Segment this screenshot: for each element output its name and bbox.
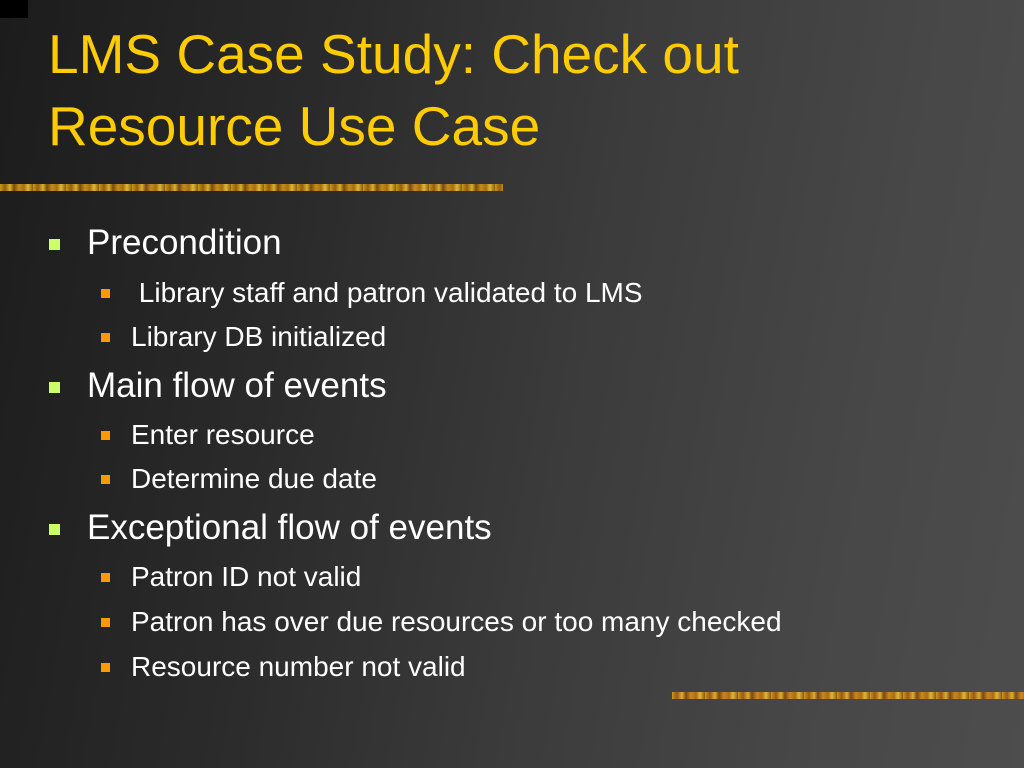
square-bullet-icon — [49, 239, 60, 250]
list-item: Patron has over due resources or too man… — [101, 605, 782, 639]
square-bullet-icon — [101, 663, 110, 672]
title-accent-bar — [0, 184, 503, 191]
slide-title-line-2: Resource Use Case — [48, 95, 541, 157]
list-item: Patron ID not valid — [101, 560, 362, 594]
square-bullet-icon — [101, 289, 110, 298]
list-item-text: Patron ID not valid — [131, 561, 362, 592]
footer-accent-bar — [672, 692, 1024, 699]
square-bullet-icon — [101, 618, 110, 627]
list-item: Resource number not valid — [101, 650, 466, 684]
square-bullet-icon — [49, 524, 60, 535]
section-label: Main flow of events — [87, 366, 387, 405]
section-precondition: Precondition — [49, 223, 282, 263]
section-label: Exceptional flow of events — [87, 508, 492, 547]
list-item: Enter resource — [101, 418, 315, 452]
list-item-text: Determine due date — [131, 463, 377, 494]
list-item: Library staff and patron validated to LM… — [101, 276, 643, 310]
list-item: Library DB initialized — [101, 320, 387, 354]
slide-title-line-1: LMS Case Study: Check out — [48, 23, 739, 85]
square-bullet-icon — [101, 333, 110, 342]
slide-title: LMS Case Study: Check out Resource Use C… — [48, 18, 988, 162]
square-bullet-icon — [101, 475, 110, 484]
list-item: Determine due date — [101, 462, 377, 496]
square-bullet-icon — [101, 431, 110, 440]
square-bullet-icon — [101, 573, 110, 582]
section-exceptional-flow: Exceptional flow of events — [49, 508, 492, 548]
list-item-text: Enter resource — [131, 419, 315, 450]
section-label: Precondition — [87, 223, 282, 262]
square-bullet-icon — [49, 382, 60, 393]
list-item-text: Library staff and patron validated to LM… — [131, 277, 643, 308]
section-main-flow: Main flow of events — [49, 366, 387, 406]
list-item-text: Patron has over due resources or too man… — [131, 606, 782, 637]
list-item-text: Resource number not valid — [131, 651, 466, 682]
list-item-text: Library DB initialized — [131, 321, 387, 352]
corner-mark — [0, 0, 28, 18]
